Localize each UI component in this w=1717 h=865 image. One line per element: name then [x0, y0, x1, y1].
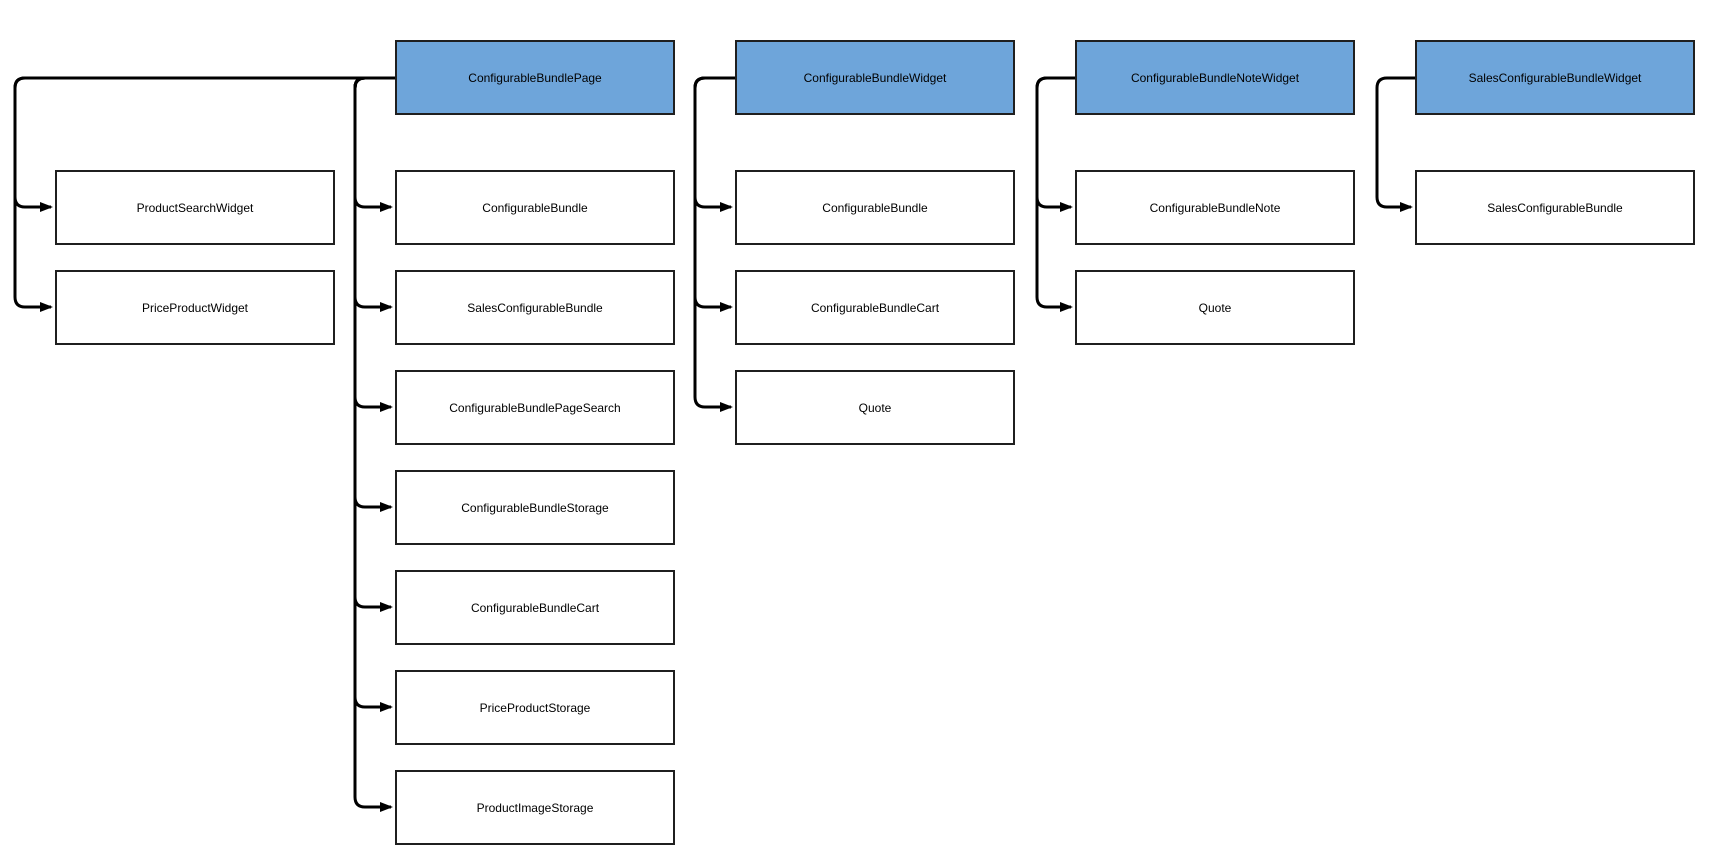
- edge-page-to-configurablebundlecart: [353, 76, 395, 612]
- node-configurable-bundle-cart-2: ConfigurableBundleCart: [735, 270, 1015, 345]
- edge-widget-to-configurablebundle: [693, 76, 735, 212]
- node-quote: Quote: [735, 370, 1015, 445]
- node-quote-2: Quote: [1075, 270, 1355, 345]
- node-sales-configurable-bundle-widget-header: SalesConfigurableBundleWidget: [1415, 40, 1695, 115]
- edge-page-to-configurablebundlepagesearch: [353, 76, 395, 412]
- edge-page-to-salesconfigurablebundle: [353, 76, 395, 312]
- edge-widget-to-configurablebundlecart: [693, 76, 735, 312]
- node-configurable-bundle-note-widget-header: ConfigurableBundleNoteWidget: [1075, 40, 1355, 115]
- edge-page-to-configurablebundlestorage: [353, 76, 395, 512]
- node-product-search-widget: ProductSearchWidget: [55, 170, 335, 245]
- node-configurable-bundle-widget-header: ConfigurableBundleWidget: [735, 40, 1015, 115]
- edge-notewidget-to-quote: [1035, 76, 1075, 312]
- edge-notewidget-to-configurablebundlenote: [1035, 76, 1075, 212]
- node-configurable-bundle: ConfigurableBundle: [395, 170, 675, 245]
- node-product-image-storage: ProductImageStorage: [395, 770, 675, 845]
- node-price-product-storage: PriceProductStorage: [395, 670, 675, 745]
- node-sales-configurable-bundle: SalesConfigurableBundle: [395, 270, 675, 345]
- edge-page-to-productimagestorage: [353, 76, 395, 812]
- node-price-product-widget: PriceProductWidget: [55, 270, 335, 345]
- edge-saleswidget-to-salesconfigurablebundle: [1375, 76, 1415, 212]
- node-configurable-bundle-2: ConfigurableBundle: [735, 170, 1015, 245]
- node-configurable-bundle-page-header: ConfigurableBundlePage: [395, 40, 675, 115]
- node-sales-configurable-bundle-2: SalesConfigurableBundle: [1415, 170, 1695, 245]
- node-configurable-bundle-page-search: ConfigurableBundlePageSearch: [395, 370, 675, 445]
- edge-page-to-priceproductstorage: [353, 76, 395, 712]
- node-configurable-bundle-cart: ConfigurableBundleCart: [395, 570, 675, 645]
- node-configurable-bundle-note: ConfigurableBundleNote: [1075, 170, 1355, 245]
- edge-page-to-configurablebundle: [353, 76, 395, 212]
- edge-widget-to-quote: [693, 76, 735, 412]
- node-configurable-bundle-storage: ConfigurableBundleStorage: [395, 470, 675, 545]
- edge-page-to-priceproductwidget: [13, 76, 395, 312]
